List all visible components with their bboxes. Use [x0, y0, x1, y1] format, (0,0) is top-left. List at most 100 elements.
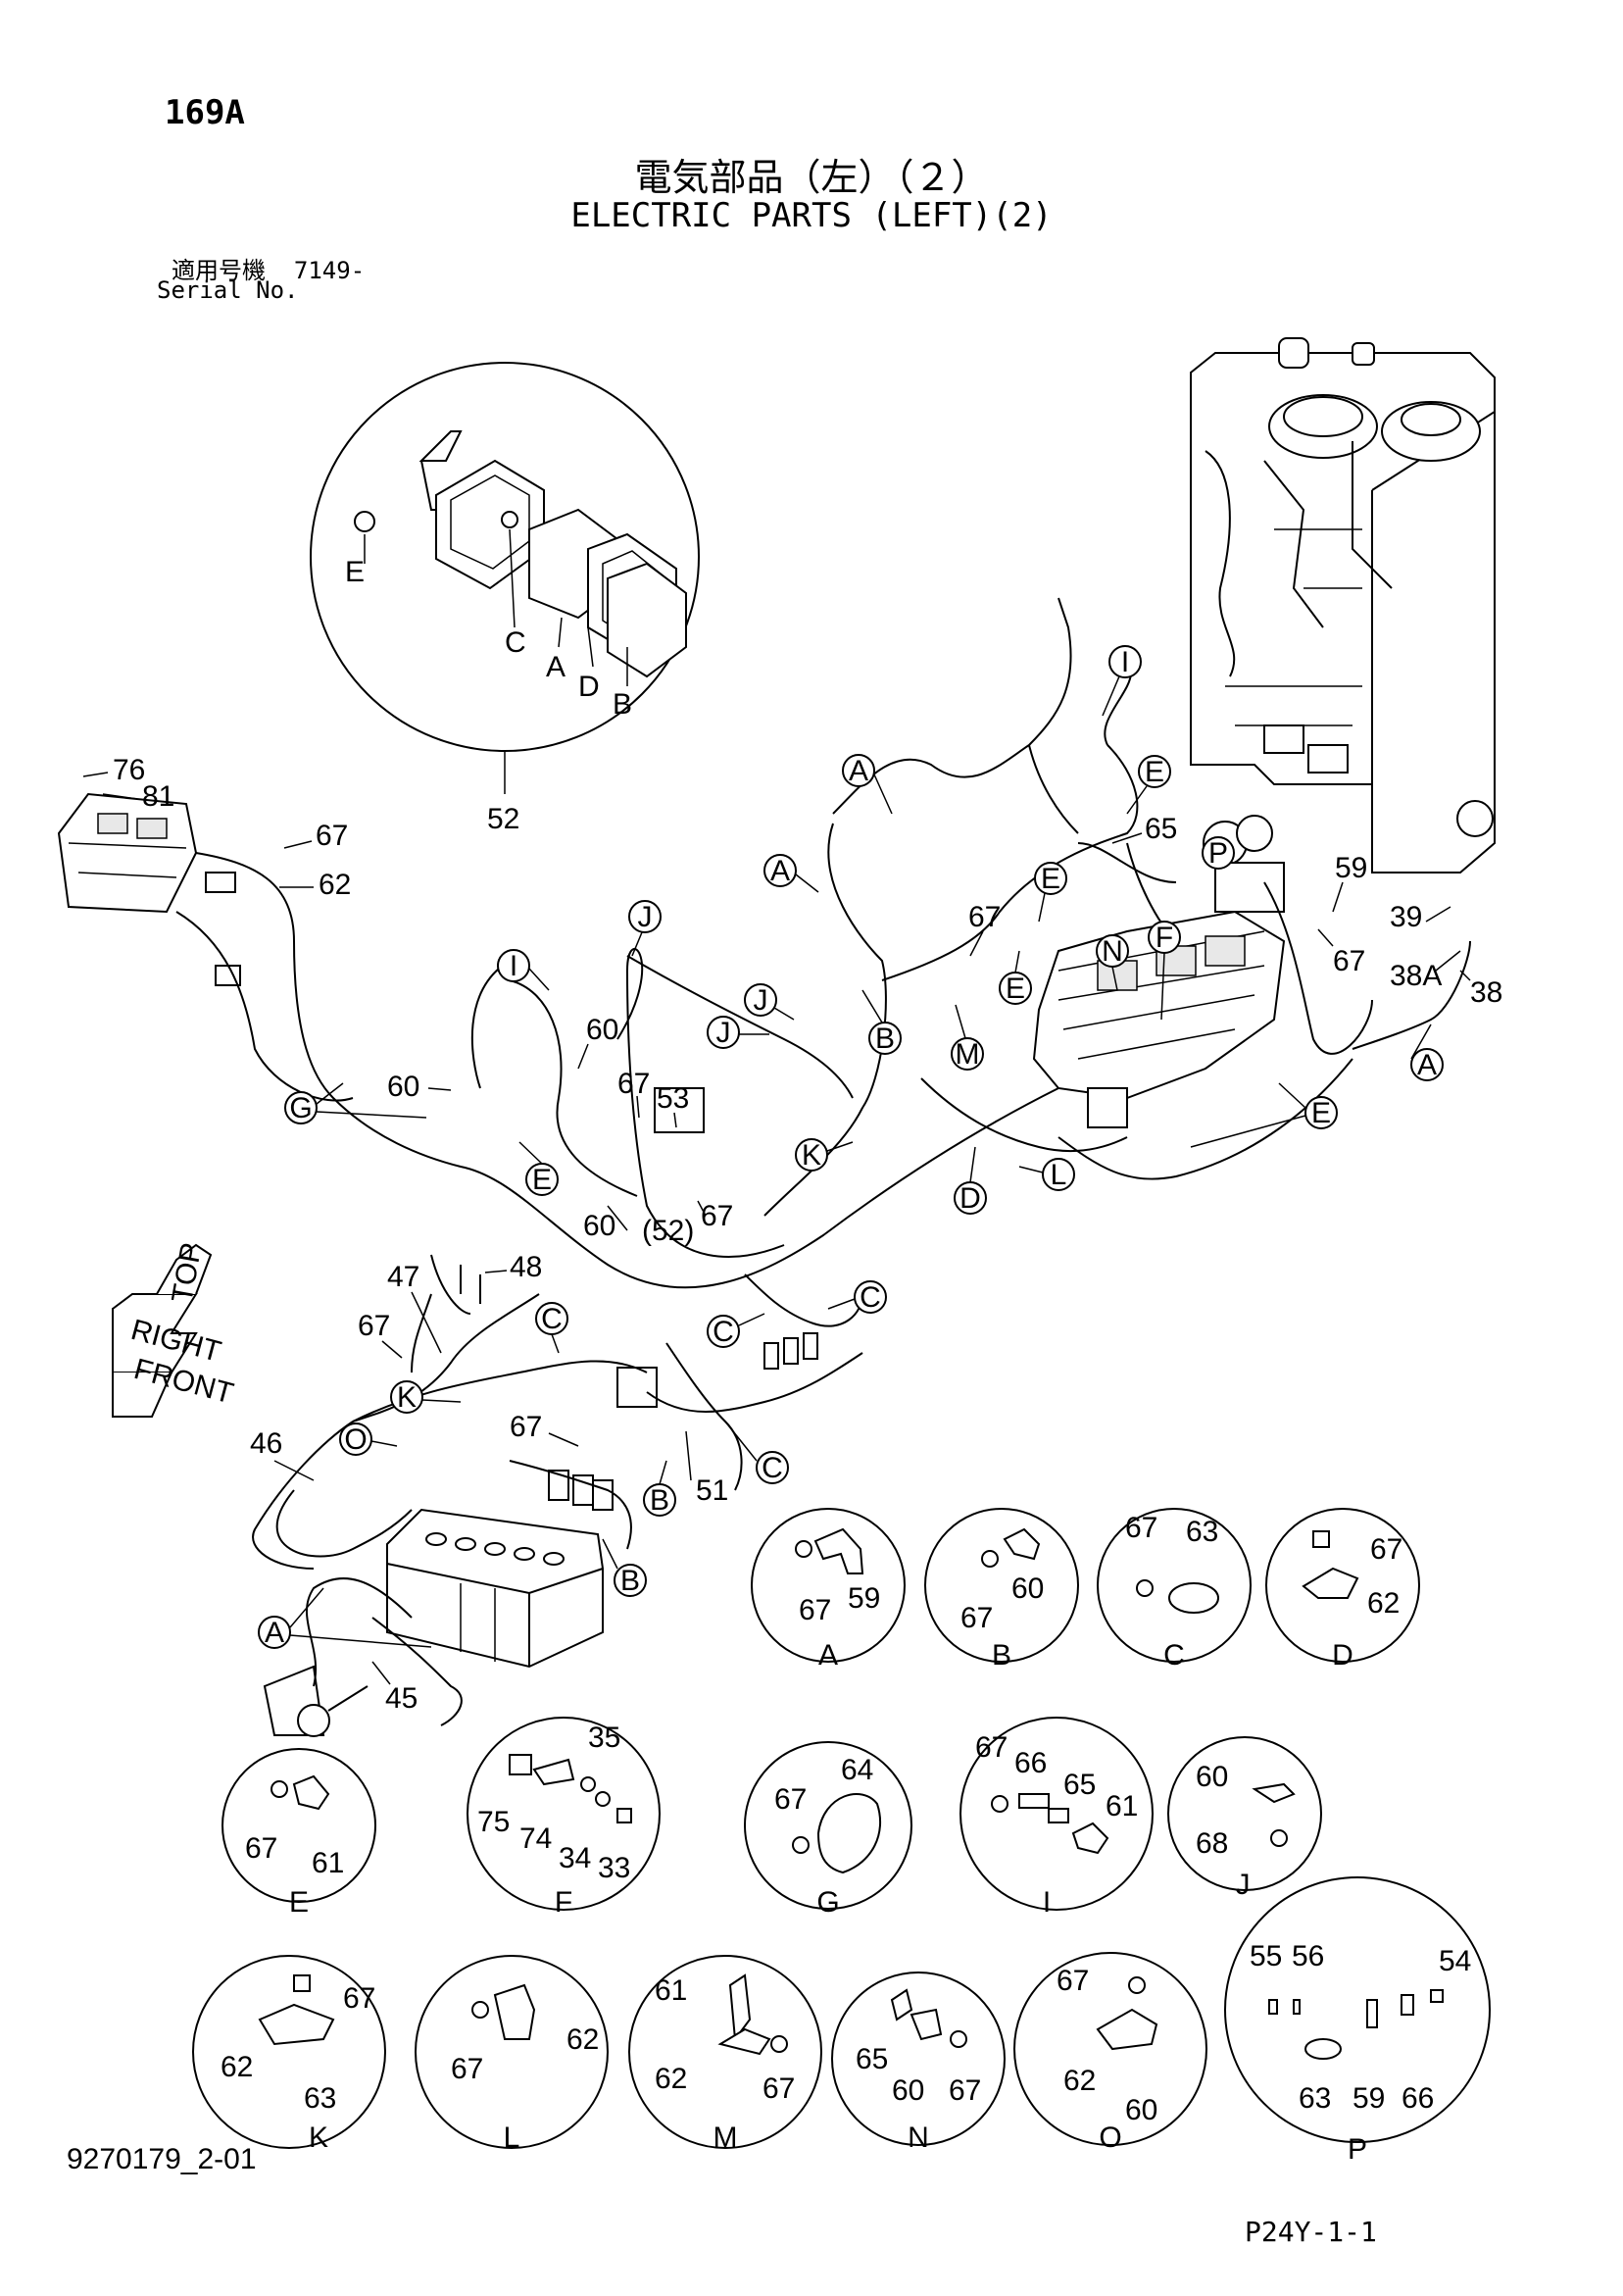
detail-part-number: 66 — [1014, 1747, 1047, 1779]
page-title-english: ELECTRIC PARTS (LEFT)(2) — [570, 196, 1053, 235]
detail-view-label: A — [818, 1639, 838, 1672]
bubble-label: N — [1102, 935, 1123, 968]
detail-view-c: 67 63 C — [1097, 1508, 1252, 1672]
detail-part-number: 60 — [1011, 1572, 1044, 1605]
bubble-label: K — [397, 1381, 417, 1414]
callout-numbers: 76 81 67 62 52 E C A D B 60 60 60 67 53 … — [82, 556, 1502, 1715]
callout-label: D — [578, 671, 600, 703]
callout-label: 38 — [1470, 976, 1502, 1009]
callout-label: 39 — [1390, 901, 1422, 933]
bubble-label: A — [849, 755, 868, 787]
detail-part-number: 62 — [221, 2051, 253, 2083]
bubble-label: C — [541, 1303, 563, 1335]
bubble-label: L — [1051, 1159, 1067, 1191]
callout-label: 67 — [968, 901, 1001, 933]
detail-view-label: N — [908, 2121, 929, 2154]
callout-label: 47 — [387, 1261, 419, 1293]
page-id: 169A — [165, 93, 245, 132]
bubble-label: M — [956, 1038, 980, 1071]
detail-view-a: 67 59 A — [751, 1508, 906, 1672]
callout-label: A — [546, 651, 566, 683]
electrical-box-drawing — [57, 792, 241, 986]
detail-view-o: 67 62 60 O — [1013, 1952, 1207, 2154]
bubble-label: C — [762, 1452, 783, 1484]
bubble-label: P — [1208, 837, 1228, 870]
detail-part-number: 63 — [1186, 1516, 1218, 1548]
detail-part-number: 60 — [1196, 1761, 1228, 1793]
callout-label: 60 — [586, 1014, 618, 1046]
detail-part-number: 67 — [1370, 1533, 1402, 1566]
detail-part-number: 35 — [588, 1722, 620, 1754]
page-code: P24Y-1-1 — [1245, 2216, 1377, 2248]
detail-part-number: 59 — [848, 1582, 880, 1615]
detail-part-number: 67 — [799, 1594, 831, 1626]
callout-label: 60 — [387, 1071, 419, 1103]
serial-number-jp: 適用号機 7149- — [172, 251, 365, 285]
callout-label: 62 — [319, 869, 351, 901]
detail-part-number: 54 — [1439, 1945, 1471, 1977]
detail-part-number: 65 — [1063, 1769, 1096, 1801]
detail-view-label: C — [1163, 1639, 1185, 1672]
callout-label: 53 — [657, 1082, 689, 1115]
detail-part-number: 67 — [774, 1783, 807, 1816]
serial-label-jp: 適用号機 — [172, 257, 266, 284]
bubble-label: B — [650, 1484, 669, 1517]
detail-view-j: 60 68 J — [1167, 1736, 1322, 1901]
orientation-compass: TOP RIGHT FRONT — [112, 1240, 237, 1418]
detail-part-number: 68 — [1196, 1827, 1228, 1860]
bubble-label: A — [770, 855, 790, 887]
battery-drawing — [386, 1508, 604, 1669]
detail-part-number: 63 — [1299, 2082, 1331, 2115]
hydraulic-tank-drawing — [1190, 337, 1496, 873]
bubble-label: C — [713, 1316, 734, 1348]
detail-part-number: 60 — [1125, 2094, 1157, 2126]
detail-view-label: I — [1043, 1886, 1051, 1919]
callout-label: 48 — [510, 1251, 542, 1283]
detail-view-label: K — [309, 2121, 328, 2154]
callout-label: 60 — [583, 1210, 615, 1242]
bubble-label: O — [344, 1423, 367, 1456]
callout-label: 46 — [250, 1427, 282, 1460]
detail-part-number: 67 — [960, 1602, 993, 1634]
detail-part-number: 61 — [655, 1974, 687, 2007]
detail-part-number: 67 — [762, 2072, 795, 2105]
detail-part-number: 33 — [598, 1852, 630, 1884]
detail-part-number: 60 — [892, 2074, 924, 2107]
detail-view-label: D — [1332, 1639, 1353, 1672]
control-valve-drawing — [1032, 815, 1286, 1128]
reference-bubbles: A A A A B B B C C C C D E E E E E F G I … — [258, 645, 1444, 1649]
detail-part-number: 67 — [245, 1832, 277, 1865]
detail-part-number: 74 — [519, 1822, 552, 1855]
bubble-label: F — [1156, 922, 1173, 954]
callout-label: 45 — [385, 1682, 418, 1715]
detail-view-d: 67 62 D — [1265, 1508, 1420, 1672]
headlight-detail — [310, 362, 700, 794]
callout-label: 76 — [113, 754, 145, 786]
detail-view-label: G — [816, 1886, 839, 1919]
detail-view-label: B — [992, 1639, 1011, 1672]
callout-label: 67 — [510, 1411, 542, 1443]
detail-part-number: 67 — [343, 1982, 375, 2015]
callout-label: 67 — [1333, 945, 1365, 977]
detail-part-number: 34 — [559, 1842, 591, 1874]
detail-part-number: 67 — [975, 1731, 1008, 1764]
detail-view-label: M — [713, 2121, 738, 2154]
bubble-label: B — [875, 1023, 895, 1055]
detail-view-l: 67 62 L — [415, 1955, 609, 2154]
horn-drawing — [263, 1665, 369, 1737]
detail-part-number: 66 — [1402, 2082, 1434, 2115]
detail-part-number: 61 — [312, 1847, 344, 1879]
page-title-japanese: 電気部品（左）（２） — [634, 156, 989, 199]
callout-label: 65 — [1145, 813, 1177, 845]
callout-label: B — [613, 688, 632, 721]
callout-label: 67 — [358, 1310, 390, 1342]
bubble-label: E — [1006, 973, 1025, 1005]
detail-view-label: J — [1236, 1869, 1251, 1901]
callout-label: (52) — [642, 1215, 694, 1247]
bubble-label: D — [959, 1182, 981, 1215]
callout-label: 67 — [316, 820, 348, 852]
bubble-label: J — [638, 901, 653, 933]
bubble-label: C — [860, 1281, 881, 1314]
drawing-number: 9270179_2-01 — [67, 2143, 257, 2175]
